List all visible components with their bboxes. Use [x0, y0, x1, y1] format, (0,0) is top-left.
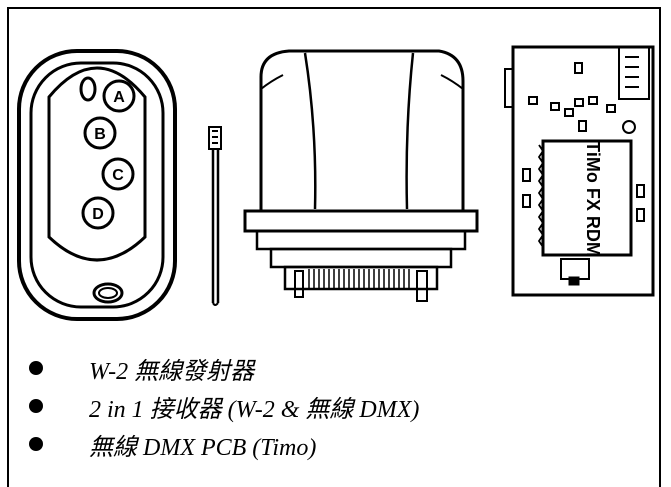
- remote-button-d-label: D: [92, 206, 104, 223]
- receiver-icon: [243, 49, 479, 302]
- list-item: 無線 DMX PCB (Timo): [29, 425, 419, 463]
- bullet-icon: [29, 399, 43, 413]
- product-illustrations: A B C D: [17, 45, 655, 321]
- pcb-board-icon: [504, 45, 655, 297]
- list-item-text: 2 in 1 接收器 (W-2 & 無線 DMX): [89, 396, 420, 423]
- remote-control-icon: [17, 49, 177, 321]
- bullet-icon: [29, 437, 43, 451]
- product-list: W-2 無線發射器 2 in 1 接收器 (W-2 & 無線 DMX) 無線 D…: [29, 349, 419, 463]
- pcb-chip-label: TiMo FX RDM: [583, 141, 603, 257]
- list-item-text: 無線 DMX PCB (Timo): [89, 434, 317, 461]
- remote-button-b-label: B: [94, 126, 106, 143]
- list-item-text: W-2 無線發射器: [89, 358, 255, 385]
- remote-button-c-label: C: [112, 167, 124, 184]
- document-frame: A B C D: [7, 7, 661, 487]
- remote-button-a-label: A: [113, 89, 125, 106]
- bullet-icon: [29, 361, 43, 375]
- list-item: 2 in 1 接收器 (W-2 & 無線 DMX): [29, 387, 419, 425]
- list-item: W-2 無線發射器: [29, 349, 419, 387]
- antenna-icon: [208, 126, 222, 306]
